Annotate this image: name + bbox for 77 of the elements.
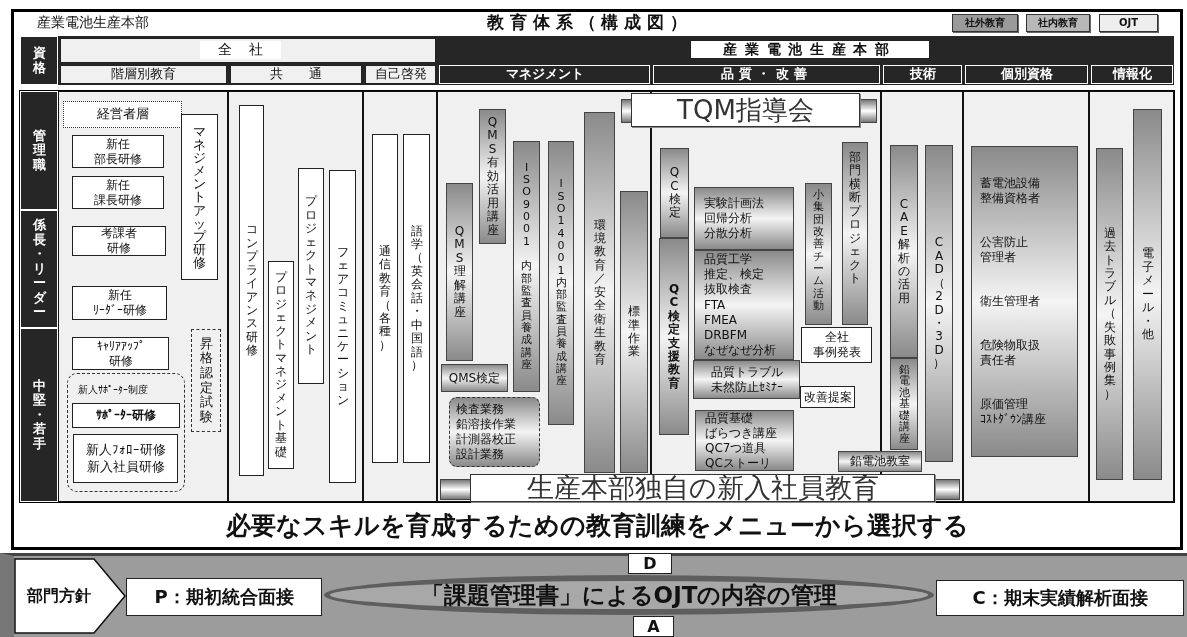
row-header: 係長・リーダー xyxy=(20,210,58,328)
course-bar: QC検定 xyxy=(660,148,689,238)
header-cell: 自己啓発 xyxy=(365,65,436,84)
phase-box: A xyxy=(633,616,674,637)
course-bar: QMS有効活用講座 xyxy=(479,109,506,244)
course-text: 蓄電池設備整備資格者 xyxy=(980,176,1040,206)
chevron-arrow: 部門方針 xyxy=(14,558,126,634)
course-bar: QMS理解講座 xyxy=(446,183,473,361)
course-box: ｷｬﾘｱｱｯﾌﾟ研修 xyxy=(72,337,169,370)
course-box xyxy=(694,250,794,360)
course-bar: プロジェクトマネジメント基礎 xyxy=(268,261,294,469)
header-cell: マネジメント xyxy=(439,65,650,84)
level-box: 経営者層 xyxy=(63,101,182,128)
qualification-box xyxy=(971,146,1078,457)
legend-key: 社内教育 xyxy=(1026,14,1090,32)
header-cell: 品質・改善 xyxy=(653,65,880,84)
course-bar: ISO9001 内部監査員養成講座 xyxy=(513,141,540,392)
banner: 生産本部独自の新入社員教育 xyxy=(470,474,935,502)
course-bar: CAE解析の活用 xyxy=(890,145,918,358)
course-bar: フェアコミュニケーション xyxy=(329,170,356,483)
course-box: 品質基礎ばらつき講座QC7つ道具QCストーリ xyxy=(695,410,794,471)
title: 教育体系（構成図） xyxy=(485,11,695,35)
group-heading: 新人ｻﾎﾟｰﾀｰ制度 xyxy=(78,384,148,397)
dashed-group xyxy=(67,373,185,492)
course-bar: 鉛電池基礎講座 xyxy=(890,358,918,450)
course-box: QMS検定 xyxy=(441,364,508,392)
course-bar: マネジメントアップ研修 xyxy=(181,114,218,280)
course-text: 原価管理ｺｽﾄﾀﾞｳﾝ講座 xyxy=(980,397,1046,427)
header-cell: 共通 xyxy=(230,65,362,84)
course-box: 品質トラブル未然防止ｾﾐﾅｰ xyxy=(693,360,800,399)
header-label: 全社 xyxy=(200,41,281,59)
exam-box: 昇格認定試験 xyxy=(191,329,221,432)
phase-box: D xyxy=(628,553,672,574)
course-box: 新人ﾌｫﾛｰ研修新入社員研修 xyxy=(73,434,178,483)
header-cell: 個別資格 xyxy=(965,65,1088,84)
header-label: 産業電池生産本部 xyxy=(690,40,930,59)
course-box: 全社事例発表 xyxy=(801,327,872,363)
course-text: 品質工学推定、検定抜取検査 xyxy=(704,251,764,297)
legend-key: OJT xyxy=(1099,14,1158,32)
header-cell: 資格 xyxy=(20,36,58,85)
course-bar: プロジェクトマネジメント xyxy=(298,168,324,384)
course-bar: 語学（英会話・中国語） xyxy=(403,134,430,463)
course-text: 公害防止管理者 xyxy=(980,235,1028,265)
header-label: 産業電池生産本部 xyxy=(37,13,150,33)
caption: 必要なスキルを育成するための教育訓練をメニューから選択する xyxy=(224,510,970,543)
course-text: 衛生管理者 xyxy=(980,294,1040,309)
course-box: 新任部長研修 xyxy=(72,135,164,168)
course-text: 危険物取扱責任者 xyxy=(980,338,1040,368)
course-bar: QC検定支援教育 xyxy=(659,238,689,435)
course-bar: ISO14001内部監査員養成講座 xyxy=(548,141,574,425)
course-bar: 過去トラブル（失敗事例集） xyxy=(1096,148,1123,480)
course-bar: 小集団改善チーム活動 xyxy=(805,183,832,325)
row-header: 管理職 xyxy=(20,91,58,210)
course-bar: 電子メール・他 xyxy=(1133,109,1162,480)
row-header: 中堅・若手 xyxy=(20,328,58,502)
course-bar: CAD（2D・3D） xyxy=(925,145,953,462)
course-bar: 標準作業 xyxy=(620,191,648,473)
course-bar: 部門横断プロジェクト xyxy=(842,142,868,325)
process-box: P：期初統合面接 xyxy=(126,578,322,616)
course-text: FTA FMEA DRBFM なぜなぜ分析 xyxy=(704,298,776,359)
legend-key: 社外教育 xyxy=(952,14,1018,32)
banner: TQM指導会 xyxy=(631,93,860,127)
course-box: 新任課長研修 xyxy=(72,176,164,209)
course-box: 改善提案 xyxy=(800,386,855,408)
course-box: 検査業務鉛溶接作業計測器校正設計業務 xyxy=(449,397,540,467)
course-box: ｻﾎﾟｰﾀｰ研修 xyxy=(72,403,180,428)
course-bar: 通信教育（各種） xyxy=(372,134,398,463)
course-box: 考課者研修 xyxy=(72,226,166,256)
header-cell: 情報化 xyxy=(1091,65,1173,84)
header-cell: 技術 xyxy=(883,65,962,84)
header-cell: 階層別教育 xyxy=(60,65,227,84)
course-bar: コンプライアンス研修 xyxy=(239,105,264,476)
process-box: C：期末実績解析面接 xyxy=(936,580,1184,616)
course-box: 実験計画法回帰分析分散分析 xyxy=(694,187,794,250)
course-box: 鉛電池教室 xyxy=(838,451,922,472)
course-box: 新任ﾘｰﾀﾞｰ研修 xyxy=(72,286,167,320)
course-bar: 環境教育／安全衛生教育 xyxy=(584,112,615,473)
